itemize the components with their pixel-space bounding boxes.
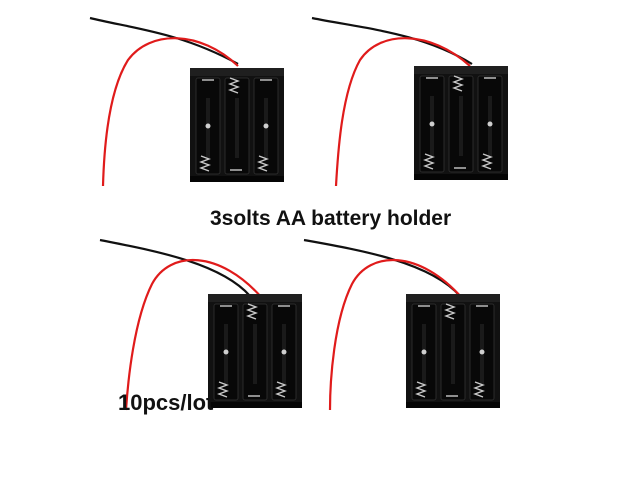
battery-holder-bottom-left [99, 238, 303, 411]
black-wire [99, 238, 251, 297]
battery-holder-top-left [89, 16, 285, 187]
red-wire [334, 37, 471, 187]
battery-holder-bottom-right [303, 238, 501, 411]
red-wire [101, 37, 239, 187]
product-caption: 3solts AA battery holder [210, 207, 452, 230]
black-wire [311, 16, 473, 65]
red-wire [328, 258, 463, 411]
black-wire [89, 16, 239, 65]
red-wire [124, 258, 263, 411]
quantity-label: 10pcs/lot [118, 390, 214, 415]
battery-holder-top-right [311, 16, 509, 187]
black-wire [303, 238, 461, 297]
